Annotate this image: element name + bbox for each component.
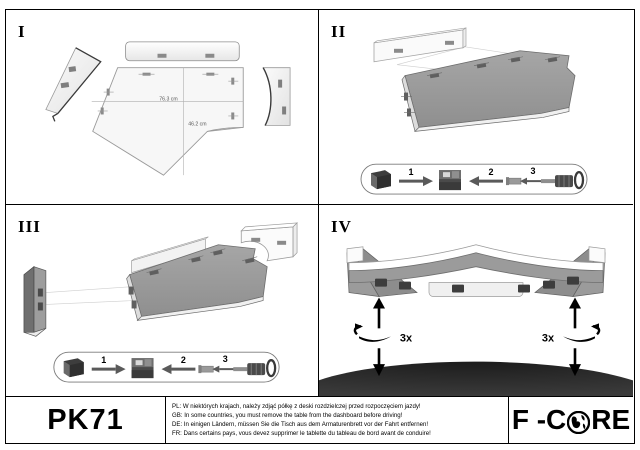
part-main-shelf — [126, 244, 268, 322]
dimension-width-label: 76.3 cm — [159, 97, 177, 103]
product-code: PK71 — [47, 403, 124, 436]
bracket-assembled-icon — [131, 358, 154, 379]
panel-4-illustration: 3x 3x — [319, 205, 633, 396]
panel-numeral-2: II — [331, 22, 347, 41]
arrow-step-2 — [161, 364, 196, 375]
panel-numeral-3: III — [18, 217, 41, 236]
screwdriver-icon — [233, 363, 266, 376]
panel-1-illustration: 76.3 cm 46.2 cm — [6, 10, 318, 204]
hardware-step-label-2: 2 — [488, 167, 493, 177]
part-front-rail — [373, 27, 467, 63]
panel-parts-overview: I — [6, 10, 319, 205]
arrow-down-right — [569, 348, 581, 377]
bracket-icon — [371, 170, 391, 190]
arrow-up-right — [569, 297, 581, 329]
panel-2-illustration: 1 2 — [319, 10, 633, 204]
part-left-bracket — [23, 265, 47, 337]
part-right-bracket — [240, 222, 298, 262]
screw-icon — [198, 365, 214, 374]
hardware-step-label-3: 3 — [223, 354, 228, 364]
washer-icon — [266, 359, 277, 378]
screwdriver-icon — [541, 175, 573, 188]
screw-icon — [506, 177, 522, 186]
globe-icon — [567, 409, 591, 434]
hardware-step-label-2: 2 — [181, 355, 186, 365]
annotation-left: 3x — [353, 297, 413, 377]
arrow-step-2 — [469, 176, 503, 187]
warning-line-de: DE: In einigen Ländern, müssen Sie die T… — [172, 421, 429, 428]
bracket-assembled-icon — [439, 170, 461, 191]
warning-line-gb: GB: In some countries, you must remove t… — [172, 412, 403, 419]
annotation-label-right: 3x — [542, 332, 555, 344]
part-main-shelf — [91, 67, 244, 176]
brand-logo-cell: F - C RE — [509, 397, 633, 443]
hardware-step-label-1: 1 — [408, 167, 413, 177]
panel-numeral-1: I — [18, 22, 26, 41]
brand-letter-c: C — [546, 404, 567, 435]
warning-text-cell: PL: W niektórych krajach, należy zdjąć p… — [166, 397, 509, 443]
arrow-up-left — [373, 297, 385, 329]
warning-line-pl: PL: W niektórych krajach, należy zdjąć p… — [172, 403, 421, 410]
assembled-shelf-front-view — [346, 244, 606, 297]
footer-bar: PK71 PL: W niektórych krajach, należy zd… — [6, 397, 633, 443]
part-left-side-panel — [45, 47, 102, 122]
arrow-step-3 — [212, 365, 236, 373]
arrow-down-left — [373, 348, 385, 377]
hardware-step-label-3: 3 — [530, 166, 535, 176]
annotation-label-left: 3x — [400, 332, 413, 344]
adjust-glyph-left — [353, 323, 391, 342]
brand-suffix: RE — [591, 404, 631, 435]
panel-step-four: IV — [319, 205, 633, 397]
part-right-side-panel — [262, 67, 291, 126]
panel-step-three: III — [6, 205, 319, 397]
panel-numeral-4: IV — [331, 217, 352, 236]
warning-line-fr: FR: Dans certains pays, vous devez suppr… — [172, 430, 431, 437]
brand-prefix: F - — [511, 404, 547, 435]
dimension-depth-label: 46.2 cm — [188, 121, 206, 127]
hardware-step-label-1: 1 — [101, 355, 106, 365]
arrow-step-1 — [399, 176, 433, 187]
arrow-step-3 — [520, 177, 543, 185]
hardware-callout-strip: 1 2 — [360, 163, 588, 195]
panel-step-two: II — [319, 10, 633, 205]
brand-logo: F - C RE — [512, 406, 630, 434]
adjust-glyph-right — [563, 323, 601, 342]
part-front-rail — [125, 41, 240, 62]
panel-3-illustration: 1 2 — [6, 205, 318, 396]
arrow-step-1 — [91, 364, 126, 375]
product-code-cell: PK71 — [6, 397, 166, 443]
annotation-right: 3x — [542, 297, 601, 377]
hardware-callout-strip: 1 2 — [53, 351, 280, 383]
part-main-shelf — [401, 50, 576, 133]
bracket-icon — [63, 358, 84, 378]
washer-icon — [573, 171, 585, 190]
dashboard-silhouette — [319, 361, 633, 396]
